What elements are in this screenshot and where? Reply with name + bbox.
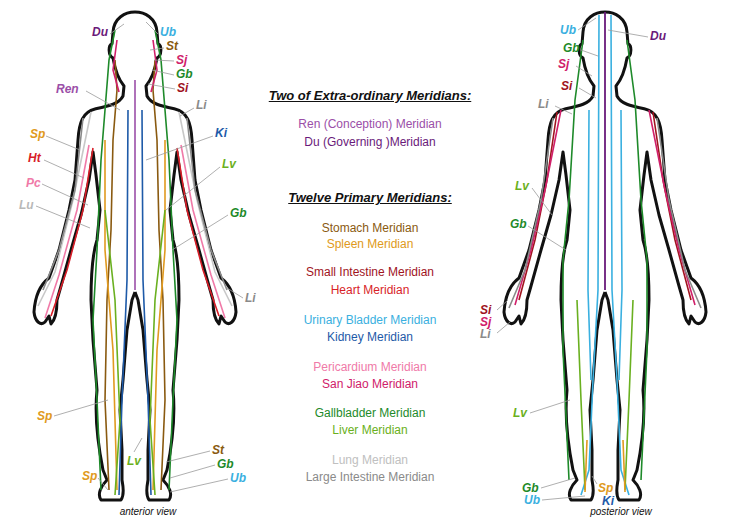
meridian-abbreviation: Ub — [524, 492, 540, 508]
leader-lines — [36, 18, 648, 500]
meridian-abbreviation: Ht — [28, 150, 41, 166]
meridian-abbreviation: Li — [538, 96, 549, 112]
meridian-abbreviation: Ub — [230, 470, 246, 486]
meridian-abbreviation: St — [212, 442, 224, 458]
section-heading: Twelve Primary Meridians: — [288, 190, 452, 206]
meridian-abbreviation: Li — [480, 326, 491, 342]
meridian-abbreviation: Gb — [230, 205, 247, 221]
meridian-abbreviation: Pc — [26, 175, 41, 191]
legend-entry: Pericardium Meridian — [230, 359, 510, 375]
meridian-abbreviation: Ren — [56, 81, 79, 97]
meridian-abbreviation: Gb — [217, 456, 234, 472]
legend-entry: Large Intestine Meridian — [230, 469, 510, 485]
meridian-abbreviation: Li — [245, 290, 256, 306]
meridian-abbreviation: Si — [177, 80, 188, 96]
legend-entry: Heart Meridian — [230, 282, 510, 298]
meridian-abbreviation: Ub — [160, 24, 176, 40]
legend-text: Gallbladder Meridian — [315, 406, 426, 420]
legend-text: Lung Meridian — [332, 453, 408, 467]
legend-text: Ren (Conception) Meridian — [298, 117, 441, 131]
meridian-abbreviation: Ub — [560, 22, 576, 38]
section-heading: Two of Extra-ordinary Meridians: — [269, 88, 472, 104]
legend-text: Spleen Meridian — [327, 237, 414, 251]
legend-entry: Small Intestine Meridian — [230, 264, 510, 280]
meridian-abbreviation: Sp — [37, 408, 52, 424]
meridian-abbreviation: Sj — [176, 52, 187, 68]
meridian-abbreviation: Sj — [558, 56, 569, 72]
view-caption: anterior view — [120, 504, 177, 520]
meridian-abbreviation: Li — [196, 97, 207, 113]
meridian-abbreviation: Du — [92, 24, 108, 40]
legend-text: Large Intestine Meridian — [306, 470, 435, 484]
meridian-abbreviation: Sp — [82, 468, 97, 484]
legend-entry: Urinary Bladder Meridian — [230, 312, 510, 328]
meridian-abbreviation: Lu — [19, 197, 34, 213]
legend-text: Du (Governing )Meridian — [304, 135, 435, 149]
view-caption: posterior view — [590, 504, 652, 520]
legend-text: Pericardium Meridian — [313, 360, 426, 374]
legend-text: Urinary Bladder Meridian — [304, 313, 437, 327]
meridian-abbreviation: Lv — [513, 405, 527, 421]
legend-text: Stomach Meridian — [322, 221, 419, 235]
legend-entry: Stomach Meridian — [230, 220, 510, 236]
legend-text: Kidney Meridian — [327, 330, 413, 344]
legend-entry: Kidney Meridian — [230, 329, 510, 345]
meridian-abbreviation: Ki — [215, 125, 227, 141]
legend-entry: Du (Governing )Meridian — [230, 134, 510, 150]
meridian-abbreviation: Lv — [127, 453, 141, 469]
legend-text: San Jiao Meridian — [322, 377, 418, 391]
meridian-abbreviation: Du — [650, 28, 666, 44]
meridian-abbreviation: Lv — [222, 156, 236, 172]
meridian-abbreviation: Lv — [515, 178, 529, 194]
legend-text: Small Intestine Meridian — [306, 265, 434, 279]
legend-entry: Liver Meridian — [230, 422, 510, 438]
meridian-abbreviation: St — [166, 38, 178, 54]
legend-entry: Lung Meridian — [230, 452, 510, 468]
legend-text: Liver Meridian — [332, 423, 407, 437]
meridian-abbreviation: Gb — [176, 66, 193, 82]
legend-entry: Ren (Conception) Meridian — [230, 116, 510, 132]
legend-entry: Spleen Meridian — [230, 236, 510, 252]
meridian-abbreviation: Sp — [30, 126, 45, 142]
legend-text: Heart Meridian — [331, 283, 410, 297]
meridian-abbreviation: Sp — [598, 480, 613, 496]
legend-entry: San Jiao Meridian — [230, 376, 510, 392]
meridian-abbreviation: Gb — [563, 40, 580, 56]
legend-entry: Gallbladder Meridian — [230, 405, 510, 421]
meridian-abbreviation: Si — [561, 78, 572, 94]
meridian-abbreviation: Gb — [510, 216, 527, 232]
